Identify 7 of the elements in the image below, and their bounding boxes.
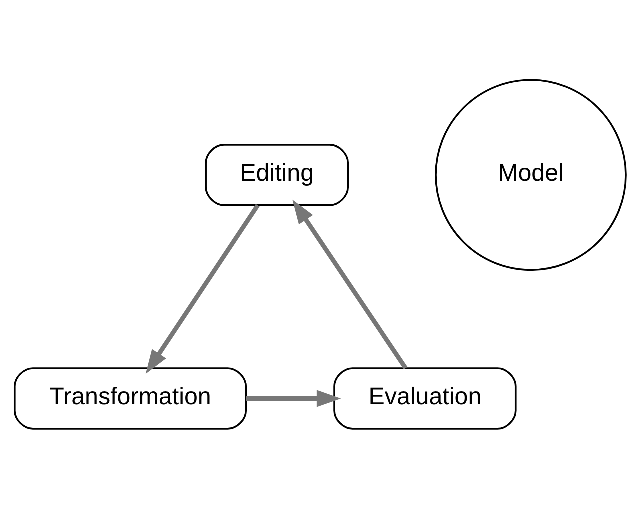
node-box: Editing (205, 144, 350, 206)
node-circle: Model (435, 78, 627, 271)
arrow (246, 390, 342, 407)
arrow (146, 204, 260, 374)
node-box: Evaluation (334, 367, 517, 430)
node-box: Transformation (14, 367, 248, 430)
arrow (292, 199, 408, 370)
